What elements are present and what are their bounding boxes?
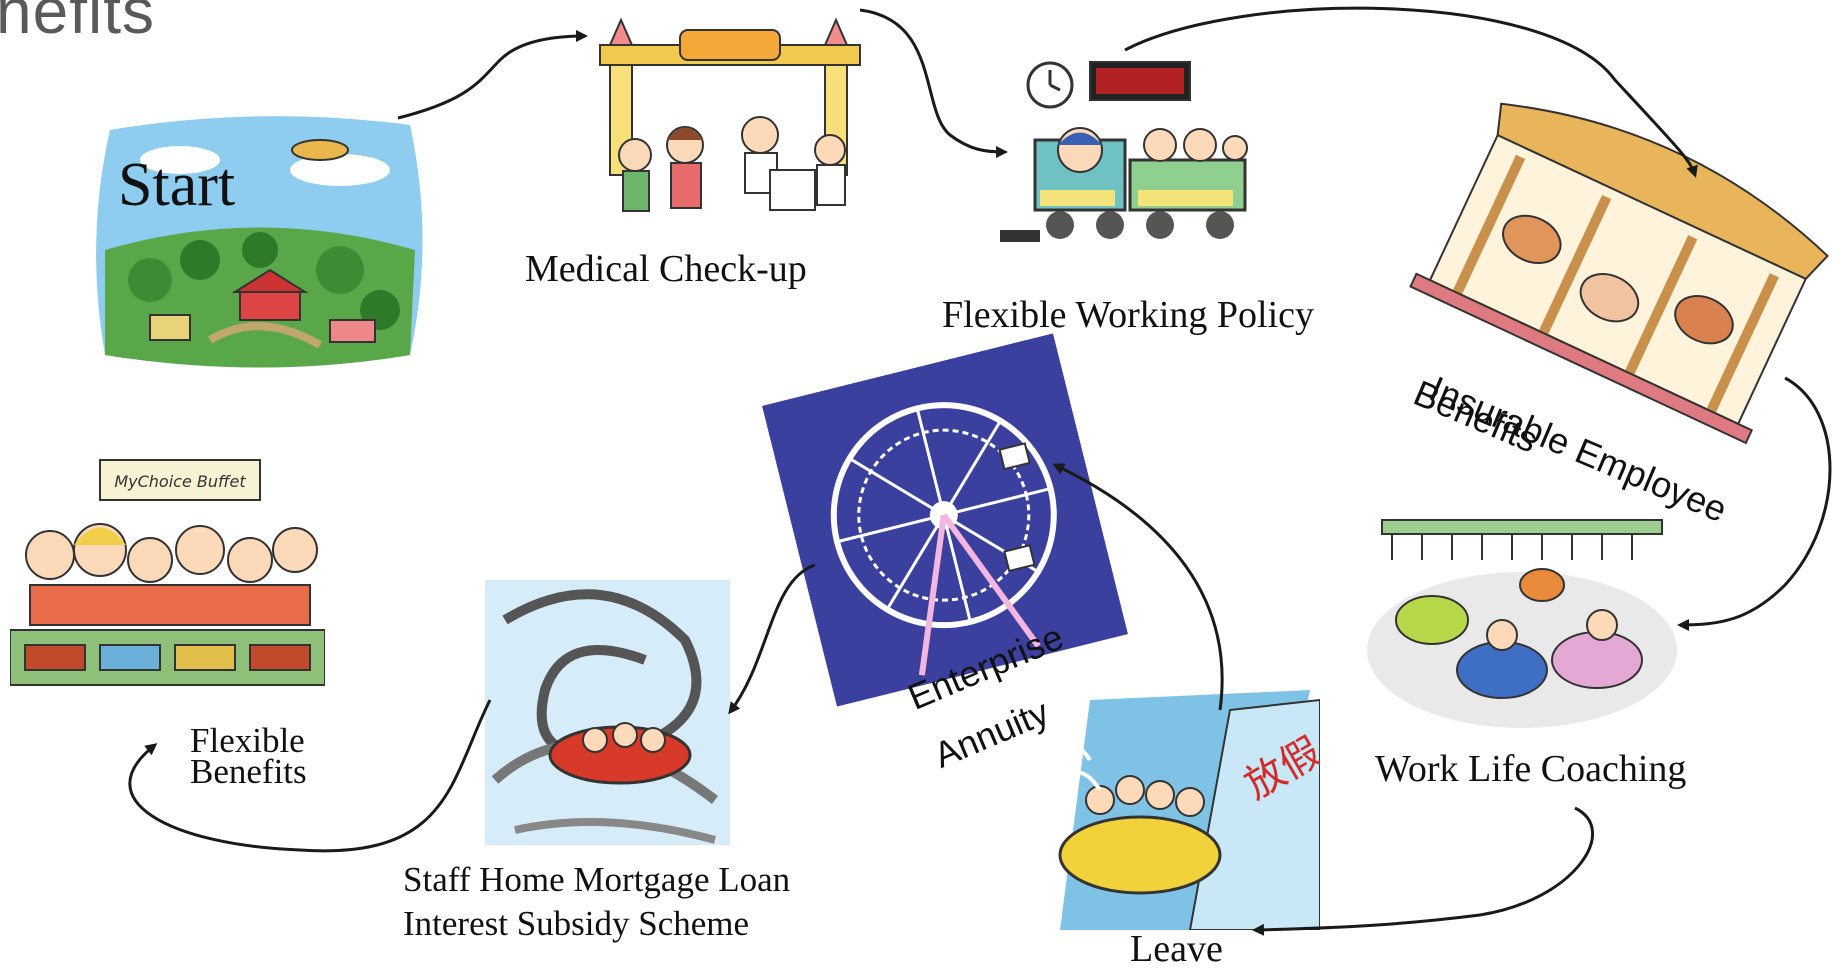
label-flexible-benefits-line2: Benefits [190,752,307,791]
arrow-mortgage-to-flexbenefits [128,699,492,853]
label-work-life-coaching: Work Life Coaching [1375,748,1687,790]
label-mortgage-line1: Staff Home Mortgage Loan [403,860,791,899]
flexible-benefits-illustration: MyChoice Buffet [10,445,325,690]
arrow-start-to-medical [397,30,588,120]
label-flexible-working-policy: Flexible Working Policy [942,294,1315,336]
page-title: nefits [0,0,155,47]
work-life-coaching-illustration [1362,510,1682,730]
mortgage-illustration [485,580,730,845]
arrow-medical-to-flexible [859,8,1008,158]
medical-checkup-illustration [585,5,875,230]
leave-illustration: 放假 [1030,690,1320,930]
start-label: Start [118,151,236,219]
label-mortgage-line2: Interest Subsidy Scheme [403,904,750,943]
start-park-illustration [90,110,430,370]
buffet-sign-text: MyChoice Buffet [114,472,246,491]
label-leave: Leave [1130,928,1223,970]
arrow-annuity-to-mortgage [728,563,816,715]
enterprise-annuity-illustration [761,333,1129,707]
label-medical-checkup: Medical Check-up [525,248,807,290]
flexible-working-illustration [1000,50,1260,250]
